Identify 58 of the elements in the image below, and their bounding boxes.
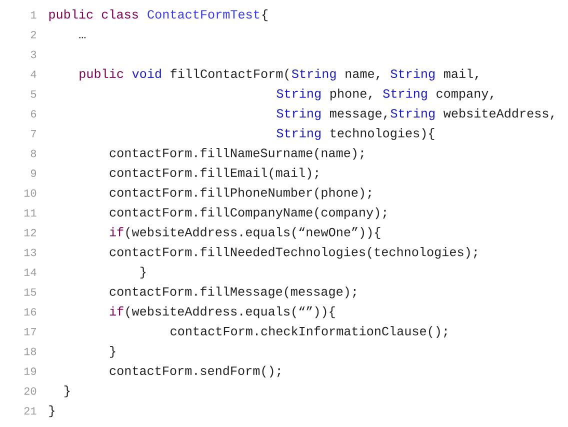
code-text: void [132, 68, 161, 78]
code-text: String [276, 128, 320, 140]
code-text: … [79, 36, 86, 38]
code-text: if [110, 227, 124, 236]
code-text: { [262, 9, 268, 22]
line-number: 7 [31, 130, 36, 138]
code-text: (websiteAddress.equals(“”)){ [126, 306, 335, 318]
code-text: name, [346, 71, 380, 80]
code-text: String [276, 88, 320, 100]
line-number: 1 [31, 11, 36, 18]
code-text: contactForm.fillCompanyName(company); [110, 207, 386, 220]
code-text: contactForm.fillPhoneNumber(phone); [110, 188, 371, 200]
line-number: 20 [24, 387, 36, 395]
line-number: 8 [30, 150, 36, 158]
code-text: if [110, 306, 124, 316]
code-text: fillContactForm( [170, 68, 289, 81]
line-number: 3 [30, 50, 36, 58]
code-text: websiteAddress, [444, 108, 554, 120]
code-text: message, [330, 110, 387, 120]
code-text: } [140, 266, 146, 278]
line-number: 10 [24, 189, 36, 197]
line-number: 5 [30, 90, 36, 98]
code-text: (websiteAddress.equals(“newOne”)){ [126, 227, 380, 239]
code-text: String [383, 88, 427, 100]
code-text: public [80, 68, 124, 81]
code-text: public class [49, 9, 138, 22]
line-number: 19 [24, 368, 36, 375]
line-number: 13 [24, 248, 36, 256]
line-number: 4 [30, 70, 36, 78]
code-text: } [49, 405, 54, 418]
line-number: 17 [24, 328, 36, 336]
line-number: 11 [24, 209, 36, 216]
code-text: contactForm.sendForm(); [110, 366, 280, 378]
line-number: 16 [24, 308, 36, 316]
line-number: 14 [24, 268, 36, 276]
code-text: String [292, 68, 336, 80]
code-text: contactForm.checkInformationClause(); [170, 326, 447, 338]
code-text: String [276, 108, 320, 120]
code-text: contactForm.fillNameSurname(name); [110, 148, 364, 160]
line-number: 9 [30, 170, 36, 177]
line-number: 18 [24, 348, 36, 356]
line-number: 12 [24, 228, 36, 236]
line-number: 21 [24, 407, 36, 414]
code-text: String [390, 68, 434, 80]
code-text: contactForm.fillEmail(mail); [110, 168, 318, 180]
code-text: technologies){ [330, 128, 434, 140]
line-number: 15 [24, 288, 36, 296]
code-text: String [390, 108, 434, 120]
code-text: phone, [330, 88, 372, 100]
line-number: 2 [30, 30, 36, 38]
code-text: ContactFormTest [148, 10, 260, 19]
code-text: company, [436, 90, 493, 100]
code-text: mail, [444, 68, 478, 80]
code-text: } [110, 346, 116, 358]
code-text: contactForm.fillNeededTechnologies(technologies); [110, 246, 477, 259]
line-number: 6 [31, 110, 36, 118]
code-text: } [64, 386, 70, 398]
code-text: contactForm.fillMessage(message); [110, 286, 356, 298]
